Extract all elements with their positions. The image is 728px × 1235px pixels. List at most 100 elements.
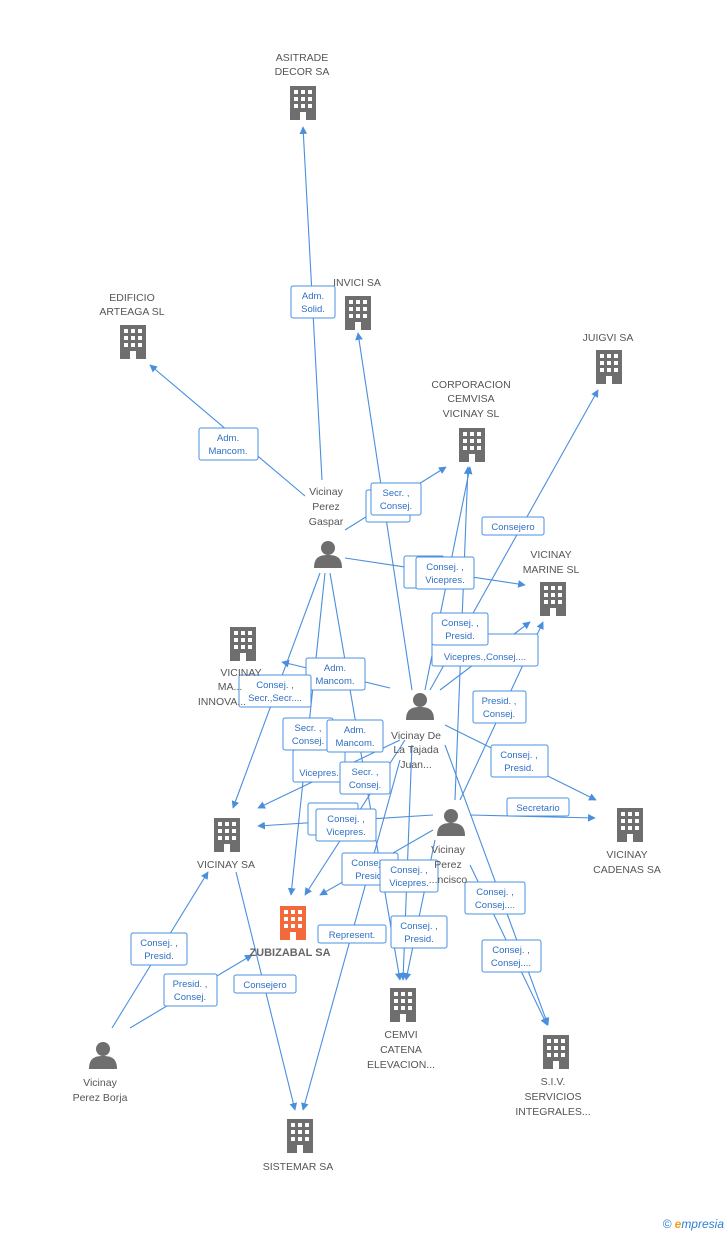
company-node-marine[interactable]: VICINAY MARINE SL — [523, 549, 580, 616]
brand-logo-text: mpresia — [681, 1217, 724, 1231]
edge-label[interactable]: Consej. , Presid. — [390, 915, 448, 949]
edge-label-line: Solid. — [301, 304, 325, 315]
company-node-asitrade[interactable]: ASITRADE DECOR SA — [275, 52, 330, 120]
edge-label[interactable]: Secr. , Consej. — [339, 761, 391, 795]
building-icon — [214, 818, 240, 852]
edge-label[interactable]: Secr. , Consej. — [370, 482, 422, 516]
person-node-francisco[interactable]: Vicinay Perez ...ncisco — [429, 809, 468, 886]
node-label-line: La Tajada — [393, 744, 439, 756]
edge-label-line: Presid. — [504, 763, 534, 774]
edge-label-line: Mancom. — [208, 446, 247, 457]
node-label-line: ZUBIZABAL SA — [249, 947, 330, 959]
edge-label-line: Consej. , — [400, 921, 438, 932]
node-label-line: Perez — [434, 859, 461, 871]
edge-label-line: Consej. — [349, 780, 381, 791]
edge-label[interactable]: Consej. , Vicepres. — [315, 808, 377, 842]
building-icon — [230, 627, 256, 661]
edge-label-line: Consej. , — [500, 750, 538, 761]
edge-label-line: Vicepres. — [425, 575, 464, 586]
edge-label-line: Consej. , — [327, 814, 365, 825]
edge-label[interactable]: Vicepres. — [292, 749, 346, 783]
brand-logo-initial: e — [674, 1217, 682, 1231]
node-label-line: JUIGVI SA — [583, 332, 634, 344]
node-label-line: ...ncisco — [429, 874, 468, 886]
edge-label-line: Consej. , — [492, 945, 530, 956]
edge-label[interactable]: Secretario — [506, 797, 570, 817]
node-label-line: INVICI SA — [333, 277, 381, 289]
edge-label-line: Consej.... — [475, 900, 515, 911]
person-icon — [89, 1042, 117, 1069]
person-node-juan[interactable]: Vicinay De La Tajada Juan... — [391, 693, 441, 771]
building-icon — [543, 1035, 569, 1069]
nodes-layer: ASITRADE DECOR SA INVICI SA EDIFICIO ART… — [73, 52, 661, 1173]
edge-label[interactable]: Adm. Mancom. — [326, 719, 384, 753]
edge-label-line: Mancom. — [335, 738, 374, 749]
node-label-line: VICINAY — [530, 549, 571, 561]
edge-label-line: Adm. — [344, 725, 366, 736]
edge-label-line: Secr.,Secr.... — [248, 693, 302, 704]
edge-label-line: Presid. , — [482, 696, 517, 707]
edge-label[interactable]: Consej. , Secr.,Secr.... — [238, 674, 312, 708]
edge-label[interactable]: Consej. , Vicepres. — [379, 859, 439, 893]
edge-label[interactable]: Consej. , Presid. — [431, 612, 489, 646]
edge-labels-layer: Adm. Solid. Adm. Mancom. Secr. , Consej.… — [130, 285, 570, 1007]
company-node-cemvi[interactable]: CEMVI CATENA ELEVACION... — [367, 988, 435, 1071]
edge-label[interactable]: Consej. , Presid. — [130, 932, 188, 966]
person-node-borja[interactable]: Vicinay Perez Borja — [73, 1042, 128, 1104]
company-node-invici[interactable]: INVICI SA — [333, 277, 381, 330]
edge-label-line: Presid. — [445, 631, 475, 642]
company-node-cadenas[interactable]: VICINAY CADENAS SA — [593, 808, 661, 876]
edge-label-line: Represent. — [329, 930, 375, 941]
edge-label[interactable]: Consejero — [481, 516, 545, 536]
node-label-line: MARINE SL — [523, 564, 580, 576]
edge-label-line: Consej. , — [426, 562, 464, 573]
edge-label-line: Consej. , — [140, 938, 178, 949]
edge-label[interactable]: Consej. , Presid. — [490, 744, 549, 778]
node-label-line: SERVICIOS — [525, 1091, 582, 1103]
company-node-innova[interactable]: VICINAY MA... INNOVA... — [198, 627, 262, 708]
node-label-line: Juan... — [400, 759, 432, 771]
building-icon — [459, 428, 485, 462]
footer-brand[interactable]: ©empresia — [663, 1217, 724, 1231]
company-node-sistemar[interactable]: SISTEMAR SA — [263, 1119, 334, 1173]
edge-label-line: Consej. , — [256, 680, 294, 691]
node-label-line: VICINAY SA — [197, 859, 255, 871]
node-label-line: Vicinay De — [391, 730, 441, 742]
node-label-line: INNOVA... — [198, 696, 246, 708]
edge-label[interactable]: Adm. Mancom. — [198, 427, 259, 461]
company-node-juigvi[interactable]: JUIGVI SA — [583, 332, 634, 384]
edge-label[interactable]: Consej. , Vicepres. — [415, 556, 475, 590]
edge-label-line: Consej. — [380, 501, 412, 512]
edge-label-line: Adm. — [324, 663, 346, 674]
node-label-line: VICINAY SL — [443, 408, 500, 420]
company-node-zubizabal[interactable]: ZUBIZABAL SA — [249, 906, 331, 959]
edge-label-line: Consej.... — [491, 958, 531, 969]
company-node-edificio[interactable]: EDIFICIO ARTEAGA SL — [99, 292, 165, 359]
node-label-line: Vicinay — [431, 844, 465, 856]
edge-label[interactable]: Consej. , Consej.... — [464, 881, 526, 915]
edge-label[interactable]: Secr. , Consej. — [282, 717, 334, 751]
edge-label[interactable]: Adm. Mancom. — [305, 657, 366, 691]
edge-label-line: Consej. , — [476, 887, 514, 898]
person-node-gaspar[interactable]: Vicinay Perez Gaspar — [309, 486, 344, 568]
edge-label-line: Presid. — [355, 871, 385, 882]
edge-label[interactable]: Represent. — [317, 924, 387, 944]
company-node-vicinay-sa[interactable]: VICINAY SA — [197, 818, 255, 871]
node-label-line: MA... — [218, 681, 243, 693]
edge-label[interactable]: Presid. , Consej. — [472, 690, 527, 724]
edge-label-line: Vicepres. — [389, 878, 428, 889]
edge-label-line: Consej. — [483, 709, 515, 720]
edge-label-line: Consej. — [292, 736, 324, 747]
edge-label[interactable]: Presid. , Consej. — [163, 973, 218, 1007]
edge-label[interactable]: Adm. Solid. — [290, 285, 336, 319]
building-icon — [287, 1119, 313, 1153]
edge-label[interactable]: Consej. , Consej.... — [481, 939, 542, 973]
company-node-siv[interactable]: S.I.V. SERVICIOS INTEGRALES... — [515, 1035, 591, 1118]
edge-label-line: Adm. — [217, 433, 239, 444]
edge-label[interactable]: Consejero — [233, 974, 297, 994]
building-icon — [280, 906, 306, 940]
edge-label-line: Secr. , — [295, 723, 322, 734]
company-node-corporacion[interactable]: CORPORACION CEMVISA VICINAY SL — [431, 379, 511, 462]
edge-label-line: Presid. , — [173, 979, 208, 990]
